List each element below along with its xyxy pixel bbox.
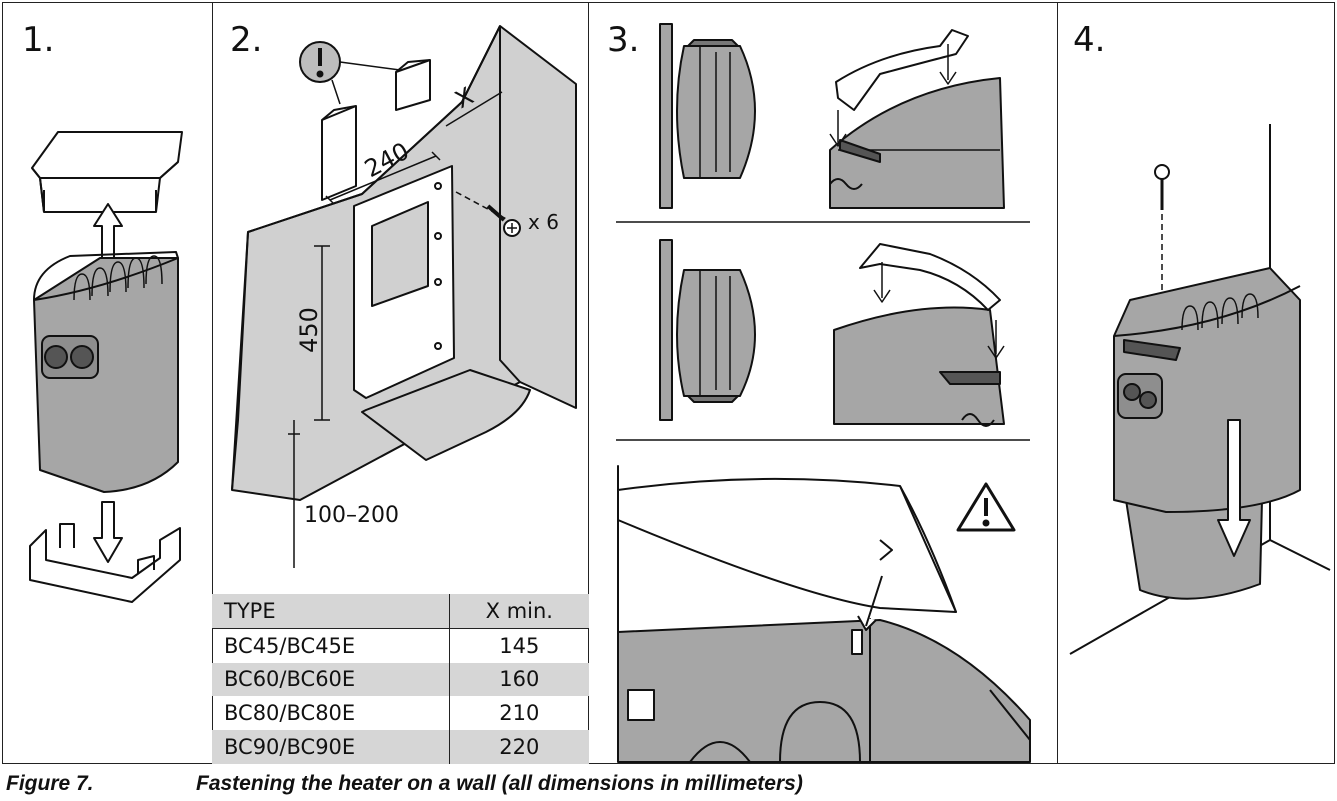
table-cell-type: BC80/BC80E: [224, 701, 356, 726]
figure-caption: Fastening the heater on a wall (all dime…: [196, 772, 803, 795]
table-cell-type: BC90/BC90E: [212, 730, 450, 764]
step-1-number: 1.: [22, 20, 55, 60]
table-row: BC60/BC60E 160: [212, 662, 589, 697]
step-2-number: 2.: [230, 20, 263, 60]
step1-heater-body: [33, 251, 179, 493]
table-header-xmin: X min.: [448, 594, 589, 629]
height-dimension-label: 450: [294, 307, 323, 353]
panel-step-3: [588, 2, 1058, 764]
warning-triangle-icon: [956, 482, 1016, 532]
step4-heater: [1113, 267, 1301, 600]
table-cell-xmin: 210: [448, 696, 589, 731]
table-cell-xmin: 145: [448, 628, 589, 663]
down-arrow-icon: [1217, 419, 1251, 557]
step1-top-cover: [31, 131, 183, 213]
step3b-side-view: [659, 239, 756, 421]
info-exclamation-icon: [299, 41, 401, 105]
step2-battens: [321, 59, 431, 201]
table-row: BC90/BC90E 220: [212, 730, 589, 764]
step3a-lid: [829, 29, 969, 147]
panel-step-2: [211, 2, 589, 764]
step3a-side-view: [659, 23, 756, 209]
floor-gap-label: 100–200: [304, 503, 399, 528]
table-cell-type: BC60/BC60E: [212, 662, 450, 697]
step1-base-plate: [29, 523, 181, 603]
table-cell-xmin: 220: [448, 730, 589, 764]
table-cell-type: BC45/BC45E: [224, 633, 356, 658]
step3c-closeup: [617, 465, 1031, 763]
clearance-table: TYPE X min. BC45/BC45E 145 BC60/BC60E 16…: [212, 594, 589, 764]
table-header-type: TYPE: [212, 594, 450, 629]
step3b-heater: [833, 306, 1005, 427]
step2-mounting-rack: [353, 165, 531, 461]
figure-label: Figure 7.: [6, 772, 94, 795]
step-4-number: 4.: [1073, 20, 1106, 60]
table-cell-xmin: 160: [448, 662, 589, 697]
screw-icon: [486, 204, 521, 237]
step3a-heater: [829, 77, 1005, 209]
step2-dimension-lines: [288, 91, 503, 568]
figure-frame: [2, 2, 1335, 764]
step3b-lid: [859, 243, 1005, 359]
step4-screw-icon: [1154, 164, 1170, 290]
table-row: BC80/BC80E 210: [212, 696, 589, 731]
screw-count-label: x 6: [528, 210, 559, 234]
table-header-row: TYPE X min.: [212, 594, 589, 629]
panel-step-1: [2, 2, 213, 764]
table-row: BC45/BC45E 145: [212, 628, 589, 663]
down-arrow-icon: [93, 501, 123, 563]
step-3-number: 3.: [607, 20, 640, 60]
step3-dividers: [616, 221, 1030, 441]
